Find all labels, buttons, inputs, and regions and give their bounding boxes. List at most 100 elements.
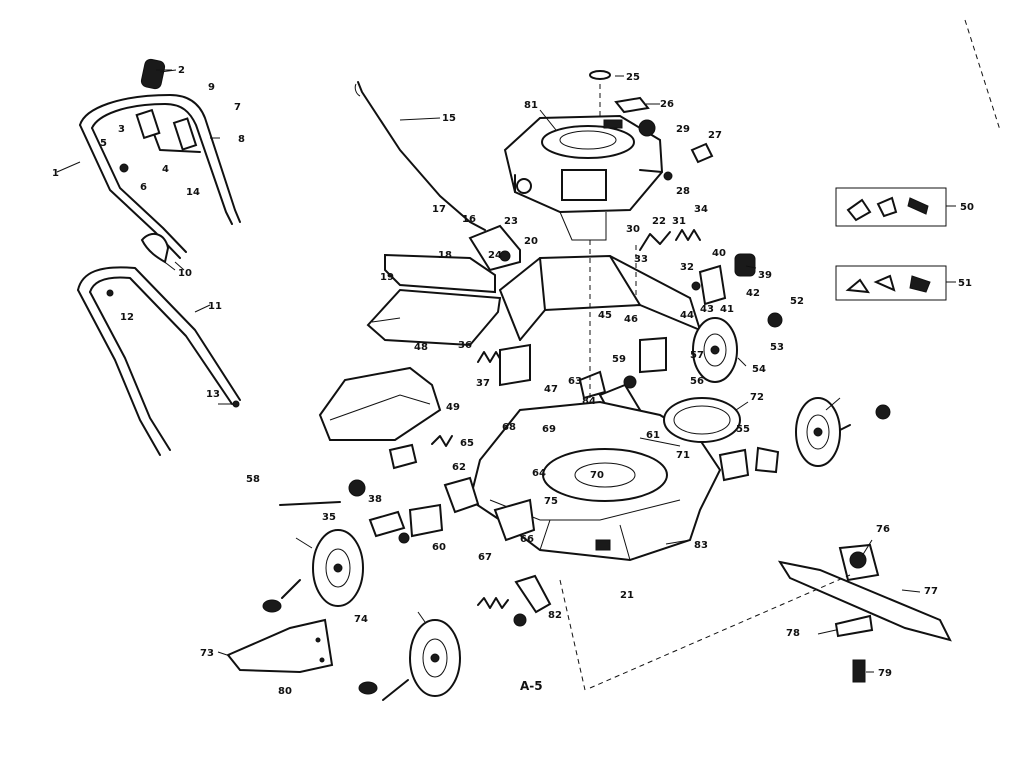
label-64: 64 <box>532 468 546 479</box>
label-80: 80 <box>278 686 292 697</box>
label-60: 60 <box>432 542 446 553</box>
label-69: 69 <box>542 424 556 435</box>
label-81: 81 <box>524 100 538 111</box>
label-65: 65 <box>460 438 474 449</box>
label-47: 47 <box>544 384 558 395</box>
spring-34 <box>675 229 701 241</box>
label-44: 44 <box>680 310 694 321</box>
label-25: 25 <box>626 72 640 83</box>
side-discharge-plate <box>493 498 536 542</box>
label-15: 15 <box>442 113 456 124</box>
label-17: 17 <box>432 204 446 215</box>
leader-lines <box>56 69 956 673</box>
label-24: 24 <box>488 250 502 261</box>
label-38: 38 <box>368 494 382 505</box>
front-shield <box>226 618 334 674</box>
label-39: 39 <box>758 270 772 281</box>
wheel-front-right <box>409 619 461 697</box>
blade <box>777 543 952 683</box>
label-27: 27 <box>708 130 722 141</box>
label-13: 13 <box>206 389 220 400</box>
label-14: 14 <box>186 187 200 198</box>
label-77: 77 <box>924 586 938 597</box>
axle-bolts <box>279 424 851 701</box>
label-52: 52 <box>790 296 804 307</box>
label-58: 58 <box>246 474 260 485</box>
label-46: 46 <box>624 314 638 325</box>
label-29: 29 <box>676 124 690 135</box>
label-72: 72 <box>750 392 764 403</box>
figure-caption: A-5 <box>520 679 543 693</box>
wheel-rear-far <box>795 397 841 467</box>
control-cable <box>354 81 486 231</box>
lower-handle <box>77 266 241 456</box>
label-49: 49 <box>446 402 460 413</box>
label-18: 18 <box>438 250 452 261</box>
label-1: 1 <box>52 168 59 179</box>
label-33: 33 <box>634 254 648 265</box>
label-48: 48 <box>414 342 428 353</box>
assembly-guide-lines <box>559 19 1001 691</box>
label-42: 42 <box>746 288 760 299</box>
label-55: 55 <box>736 424 750 435</box>
handle-bracket-23 <box>468 224 521 272</box>
label-74: 74 <box>354 614 368 625</box>
washer-part-27 <box>690 142 714 164</box>
callout-labels: 1 2 3 4 5 6 7 8 9 10 11 12 13 14 15 16 1… <box>52 65 974 697</box>
label-16: 16 <box>462 214 476 225</box>
label-20: 20 <box>524 236 538 247</box>
gas-cap <box>589 70 611 80</box>
wheel-bracket-front <box>408 476 480 538</box>
wheel-bracket-rear <box>698 264 727 306</box>
label-51: 51 <box>958 278 972 289</box>
label-2: 2 <box>178 65 185 76</box>
hardware-pack-51 <box>835 265 947 301</box>
label-67: 67 <box>478 552 492 563</box>
label-68: 68 <box>502 422 516 433</box>
label-4: 4 <box>162 164 169 175</box>
label-71: 71 <box>676 450 690 461</box>
label-82: 82 <box>548 610 562 621</box>
label-8: 8 <box>238 134 245 145</box>
label-36: 36 <box>458 340 472 351</box>
label-10: 10 <box>178 268 192 279</box>
rear-axle-frame <box>499 255 701 341</box>
wheel-rear-right <box>692 317 738 383</box>
label-26: 26 <box>660 99 674 110</box>
label-11: 11 <box>208 301 222 312</box>
label-3: 3 <box>118 124 125 135</box>
label-32: 32 <box>680 262 694 273</box>
label-23: 23 <box>504 216 518 227</box>
label-41: 41 <box>720 304 734 315</box>
label-19: 19 <box>380 272 394 283</box>
label-31: 31 <box>672 216 686 227</box>
label-35: 35 <box>322 512 336 523</box>
small-hardware <box>368 231 780 627</box>
adjuster-bracket-left <box>499 343 531 387</box>
label-34: 34 <box>694 204 708 215</box>
hub-caps <box>262 312 891 695</box>
hardware-pack-50 <box>835 187 947 227</box>
label-37: 37 <box>476 378 490 389</box>
label-56: 56 <box>690 376 704 387</box>
label-5: 5 <box>100 138 107 149</box>
label-66: 66 <box>520 534 534 545</box>
label-78: 78 <box>786 628 800 639</box>
label-59: 59 <box>612 354 626 365</box>
label-76: 76 <box>876 524 890 535</box>
knob-39 <box>734 253 756 277</box>
label-40: 40 <box>712 248 726 259</box>
label-79: 79 <box>878 668 892 679</box>
label-57: 57 <box>690 350 704 361</box>
label-62: 62 <box>452 462 466 473</box>
label-61: 61 <box>646 430 660 441</box>
label-45: 45 <box>598 310 612 321</box>
label-54: 54 <box>752 364 766 375</box>
label-6: 6 <box>140 182 147 193</box>
wheel-front-left <box>312 529 364 607</box>
label-21: 21 <box>620 590 634 601</box>
baffle-ring-72 <box>663 397 741 443</box>
label-22: 22 <box>652 216 666 227</box>
